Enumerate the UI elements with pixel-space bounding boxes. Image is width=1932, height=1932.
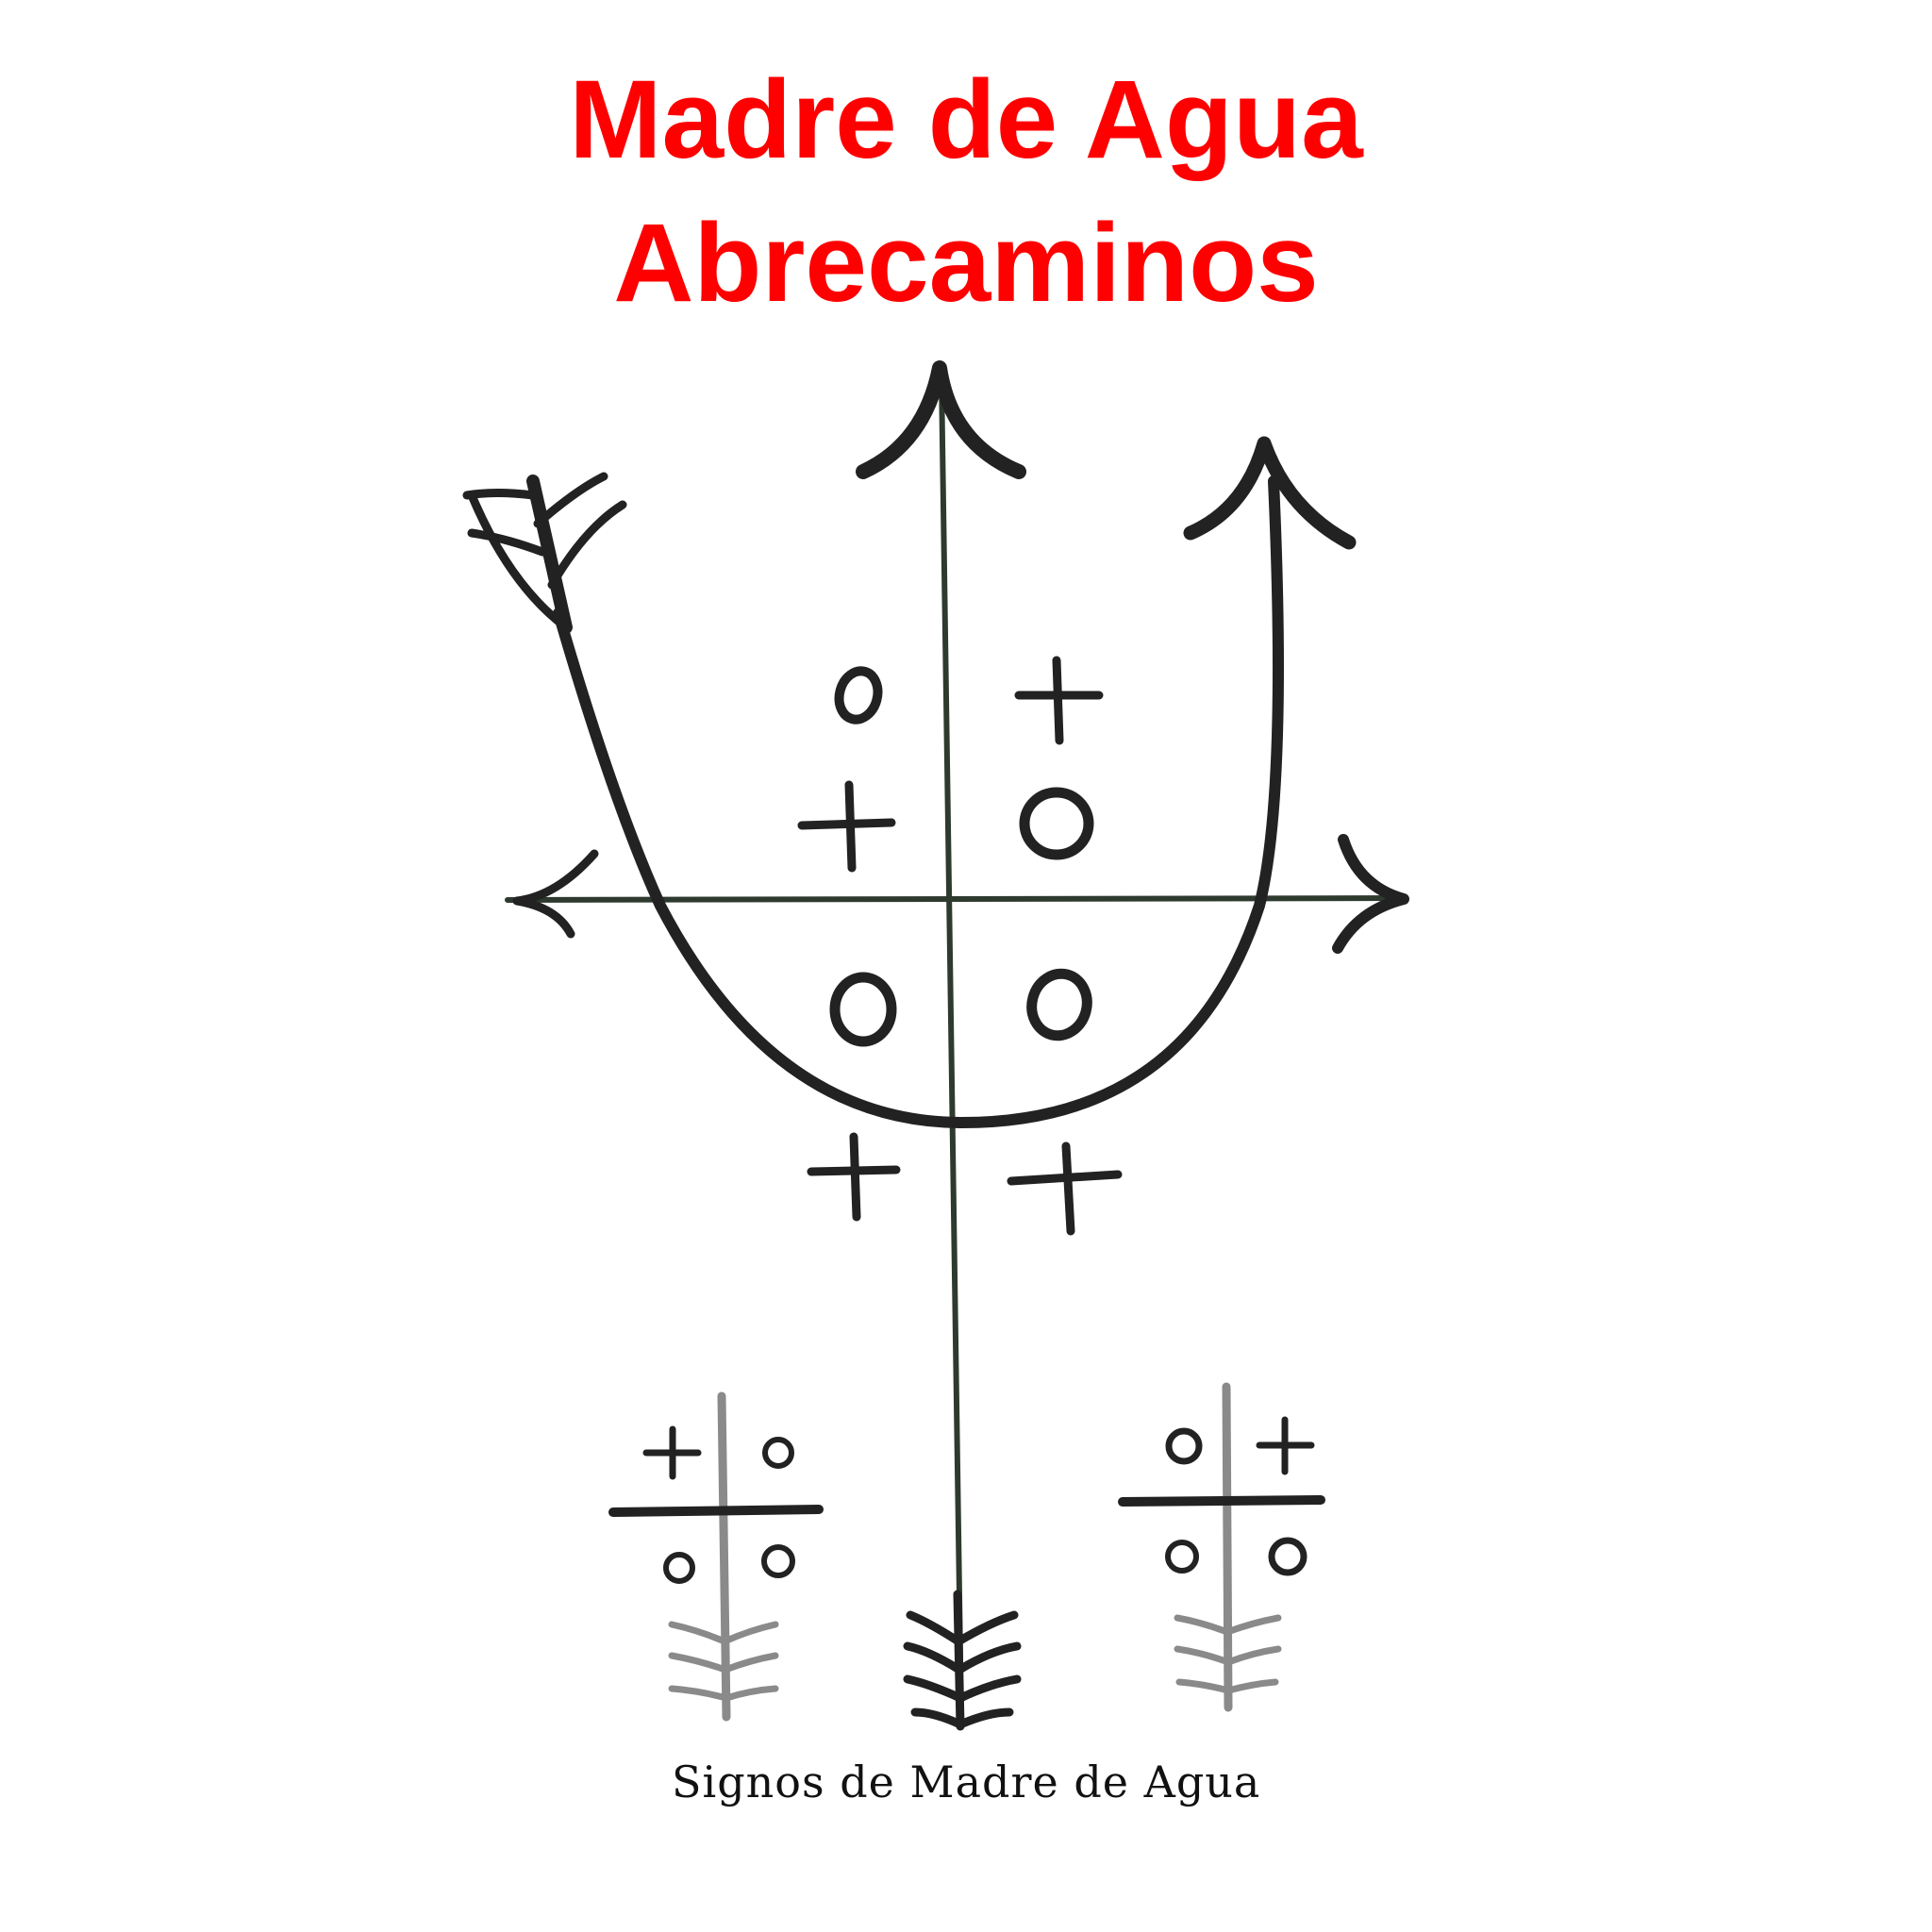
left-fletching	[462, 472, 627, 632]
u-curve	[553, 475, 1284, 1128]
cross-upper-right	[1014, 656, 1104, 745]
circle-lower-left	[829, 972, 897, 1047]
bottom-fletching	[903, 1590, 1022, 1731]
small-sign-left	[608, 1391, 824, 1722]
cross-middle-left	[797, 780, 896, 873]
right-curve-arrowhead	[1183, 436, 1357, 550]
top-arrowhead	[856, 360, 1026, 479]
left-arrow-tip	[526, 475, 573, 634]
circle-lower-right	[1026, 968, 1092, 1041]
small-sign-right	[1118, 1382, 1325, 1712]
title-line-1: Madre de Agua	[569, 58, 1363, 182]
horizontal-axis	[505, 895, 1407, 903]
circle-middle-right	[1019, 787, 1094, 860]
right-arrowhead	[1332, 834, 1409, 954]
caption: Signos de Madre de Agua	[672, 1757, 1261, 1807]
cross-bottom-left	[807, 1132, 901, 1222]
vertical-axis	[939, 375, 963, 1663]
left-arrowhead	[512, 849, 599, 939]
circle-upper-left	[834, 666, 883, 724]
title-line-2: Abrecaminos	[613, 201, 1319, 325]
cross-bottom-right	[1007, 1141, 1123, 1236]
